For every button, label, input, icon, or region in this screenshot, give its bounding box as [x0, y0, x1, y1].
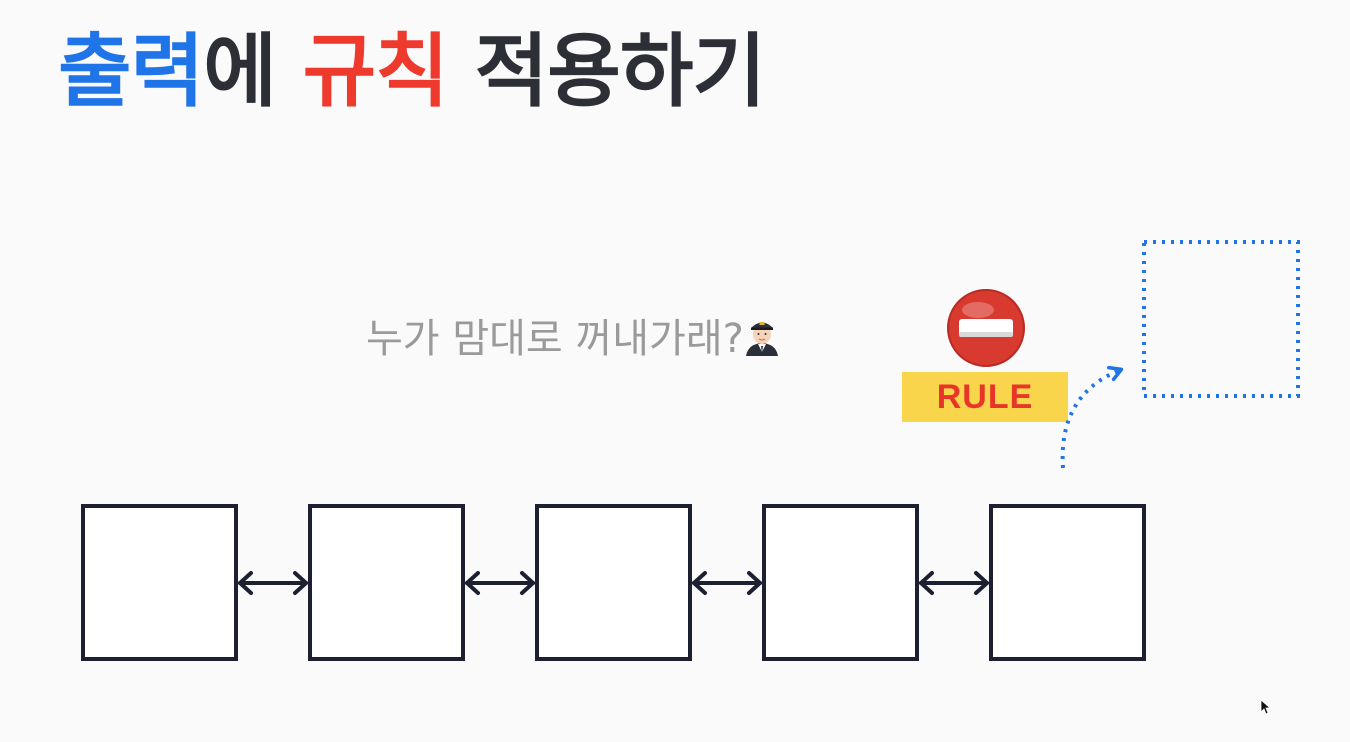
page-title: 출력에 규칙 적용하기 [58, 25, 766, 118]
node-box-5 [989, 504, 1146, 661]
link-arrow-1-2 [238, 571, 308, 595]
link-arrow-3-4 [692, 571, 762, 595]
output-slot-box [1142, 240, 1300, 398]
question-text: 누가 맘대로 꺼내가래? [366, 316, 744, 362]
output-arrow [1060, 370, 1120, 469]
mouse-cursor-icon [1260, 699, 1272, 715]
node-box-4 [762, 504, 919, 661]
title-particle: 에 [203, 25, 303, 118]
title-apply: 적용하기 [447, 25, 766, 118]
rule-badge: RULE [902, 372, 1068, 422]
node-box-3 [535, 504, 692, 661]
link-arrow-2-3 [465, 571, 535, 595]
node-box-1 [81, 504, 238, 661]
title-output-word: 출력 [58, 25, 204, 118]
title-rule-word: 규칙 [302, 25, 449, 118]
no-entry-icon [946, 288, 1026, 368]
link-arrow-4-5 [919, 571, 989, 595]
pilot-emoji-icon [744, 316, 780, 366]
node-box-2 [308, 504, 465, 661]
question-text-line: 누가 맘대로 꺼내가래? [366, 306, 780, 366]
